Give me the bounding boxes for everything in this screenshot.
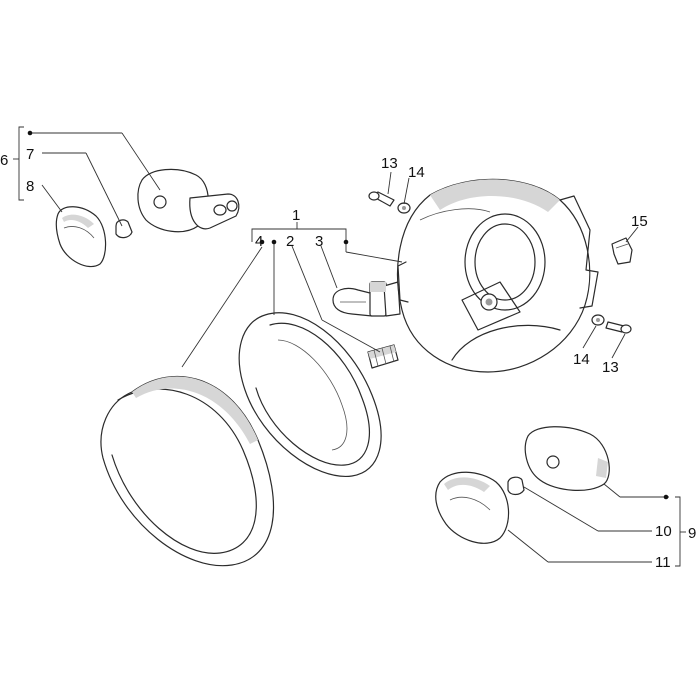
- callout-6: 6: [0, 152, 8, 169]
- callout-4: 4: [255, 233, 263, 250]
- bulb-holder: [367, 344, 399, 369]
- callout-11: 11: [655, 554, 671, 571]
- spring-clip: [611, 237, 633, 265]
- callout-labels: 1 4 2 3 6 7 8 13 14 15 14 13 10 9 11: [0, 146, 696, 571]
- callout-dots: [27, 130, 669, 500]
- callout-1: 1: [292, 207, 300, 224]
- headlight-housing: [397, 178, 599, 373]
- headlight-glass-lens: [238, 312, 382, 477]
- left-turn-signal-body: [137, 168, 240, 233]
- halogen-bulb: [332, 281, 401, 317]
- callout-9: 9: [688, 525, 696, 542]
- headlight-outer-rim: [100, 375, 275, 567]
- callout-3: 3: [315, 233, 323, 250]
- callout-7: 7: [26, 146, 34, 163]
- left-signal-bulb: [115, 219, 133, 239]
- right-turn-signal-body: [524, 426, 610, 491]
- right-signal-lens: [435, 471, 510, 544]
- right-signal-bulb: [507, 476, 525, 496]
- left-signal-lens: [55, 206, 107, 268]
- callout-13-bottom: 13: [602, 359, 619, 376]
- callout-15: 15: [631, 213, 648, 230]
- housing-screw-lower: [591, 314, 632, 334]
- callout-13-top: 13: [381, 155, 398, 172]
- callout-8: 8: [26, 178, 34, 195]
- callout-10: 10: [655, 523, 672, 540]
- callout-2: 2: [286, 233, 294, 250]
- callout-14-bottom: 14: [573, 351, 590, 368]
- housing-screw-upper: [368, 191, 411, 214]
- callout-14-top: 14: [408, 164, 425, 181]
- leader-lines: [13, 126, 686, 567]
